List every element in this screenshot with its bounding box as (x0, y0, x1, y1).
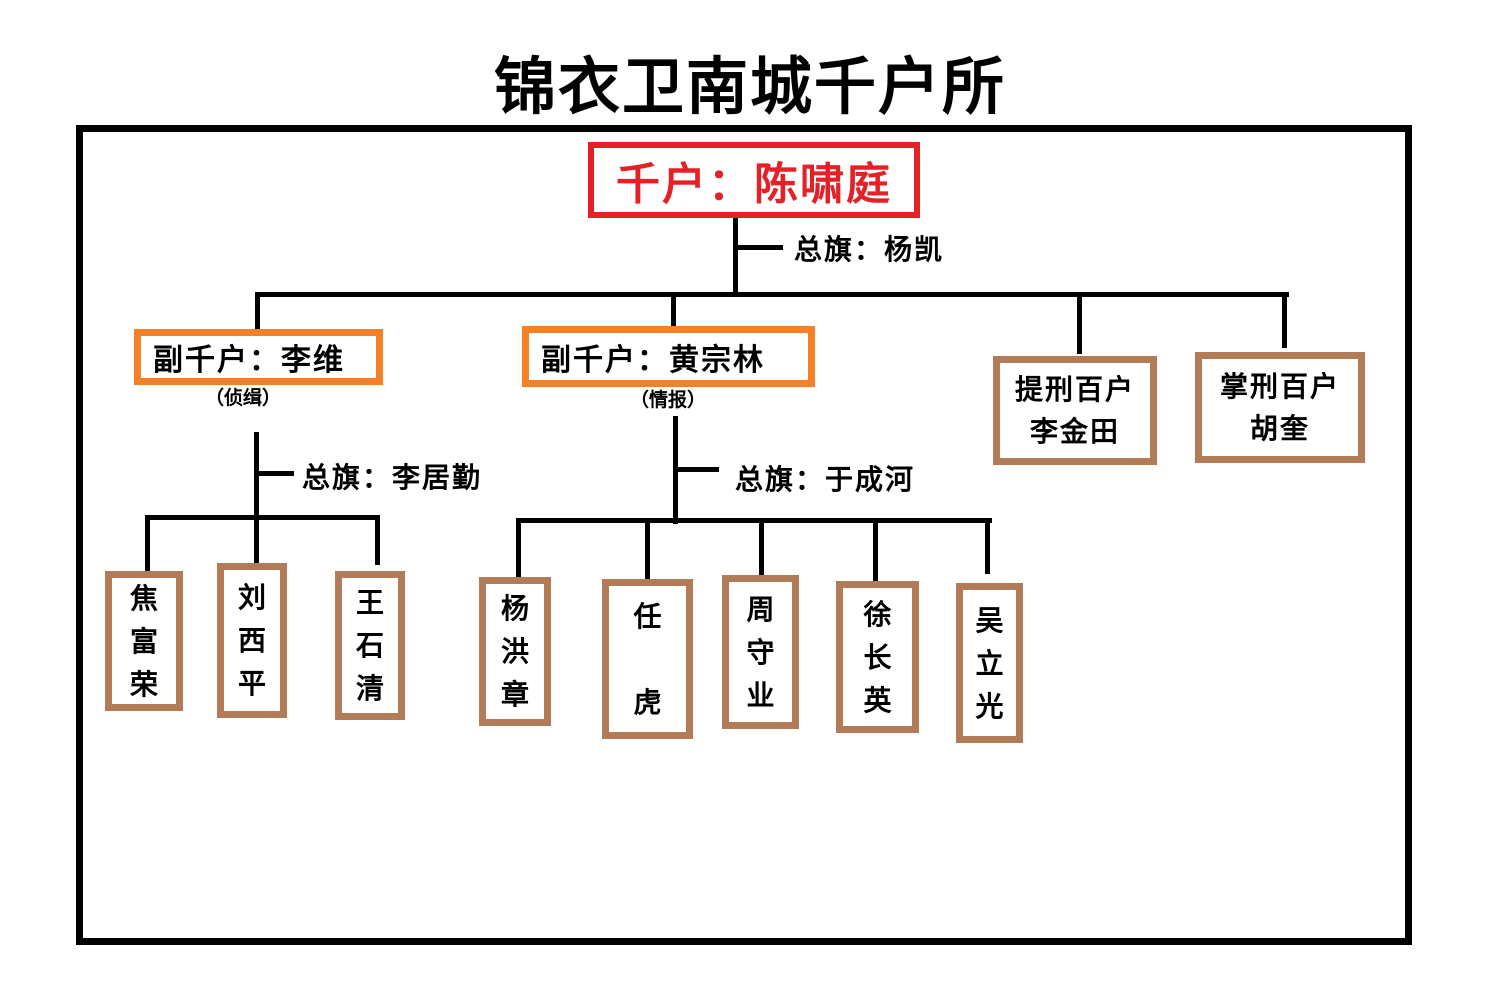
member-char: 章 (500, 678, 529, 711)
member-char: 长 (863, 640, 892, 674)
node-member-xu-changying: 徐 长 英 (836, 581, 919, 733)
member-char: 西 (237, 624, 266, 657)
node-member-yang-hongzhang: 杨 洪 章 (479, 577, 551, 726)
member-char: 英 (863, 683, 892, 717)
baihu-2-name: 胡奎 (1249, 411, 1310, 445)
connector-main-bar (255, 292, 1289, 297)
member-char: 徐 (863, 597, 892, 631)
connector-baihu2-up (1282, 292, 1287, 348)
baihu-2-role: 掌刑百户 (1219, 369, 1340, 403)
member-char: 光 (975, 689, 1004, 723)
connector-member-4 (516, 518, 521, 578)
baihu-1-name: 李金田 (1029, 414, 1120, 448)
member-char: 守 (746, 635, 775, 669)
connector-deputy2-bar (516, 518, 992, 523)
node-member-wang-shiqing: 王 石 清 (335, 571, 405, 720)
member-char: 任 (633, 599, 662, 633)
connector-member-5 (645, 518, 650, 580)
connector-deputy1-flag (254, 471, 294, 476)
node-member-wu-liguang: 吴 立 光 (956, 583, 1023, 743)
connector-baihu1-up (1077, 292, 1082, 354)
deputy-1-label: 副千户：李维 (153, 343, 345, 378)
member-char: 王 (355, 586, 384, 619)
connector-chief-down (733, 216, 738, 294)
member-char: 石 (355, 629, 384, 662)
member-char: 杨 (500, 592, 529, 625)
deputy-2-flag-label: 总旗：于成河 (735, 463, 916, 496)
deputy-2-label: 副千户：黄宗林 (541, 342, 765, 378)
deputy-1-note: （侦缉） (205, 387, 282, 409)
deputy-1-flag-label: 总旗：李居勤 (302, 461, 483, 494)
baihu-1-role: 提刑百户 (1014, 372, 1135, 406)
node-baihu-2: 掌刑百户 胡奎 (1195, 352, 1365, 463)
node-member-zhou-shouye: 周 守 业 (722, 575, 799, 729)
connector-deputy1-bar (145, 515, 380, 520)
member-char: 平 (237, 667, 266, 700)
node-member-jiao-furong: 焦 富 荣 (105, 571, 183, 711)
connector-member-8 (985, 518, 990, 574)
connector-member-6 (759, 518, 764, 576)
member-char: 刘 (237, 581, 266, 614)
member-char: 虎 (633, 685, 662, 719)
connector-member-1 (145, 515, 150, 573)
member-char: 清 (355, 672, 384, 705)
chief-flag-label: 总旗：杨凯 (794, 233, 945, 266)
node-baihu-1: 提刑百户 李金田 (993, 356, 1157, 465)
node-chief: 千户：陈啸庭 (588, 142, 920, 218)
member-char: 立 (975, 646, 1004, 680)
connector-member-7 (873, 518, 878, 582)
connector-deputy1-down (254, 432, 259, 564)
node-member-ren-hu: 任 虎 (602, 579, 693, 739)
connector-member-3 (375, 515, 380, 565)
member-char: 富 (129, 624, 158, 658)
member-char: 吴 (975, 603, 1004, 637)
member-char: 周 (746, 592, 775, 626)
member-char: 洪 (500, 635, 529, 668)
node-deputy-1: 副千户：李维 (134, 329, 383, 385)
node-member-liu-xiping: 刘 西 平 (217, 563, 287, 718)
connector-chief-flag (733, 245, 783, 250)
member-char: 焦 (129, 581, 158, 615)
chief-label: 千户：陈啸庭 (616, 159, 892, 210)
diagram-frame (76, 125, 1412, 945)
member-char: 荣 (129, 667, 158, 701)
node-deputy-2: 副千户：黄宗林 (522, 326, 815, 387)
deputy-2-note: （情报） (630, 389, 707, 411)
connector-deputy2-flag (673, 467, 719, 472)
member-char: 业 (746, 678, 775, 712)
connector-deputy1-up (255, 292, 260, 330)
chart-title: 锦衣卫南城千户所 (493, 50, 1006, 123)
connector-deputy2-up (671, 292, 676, 330)
